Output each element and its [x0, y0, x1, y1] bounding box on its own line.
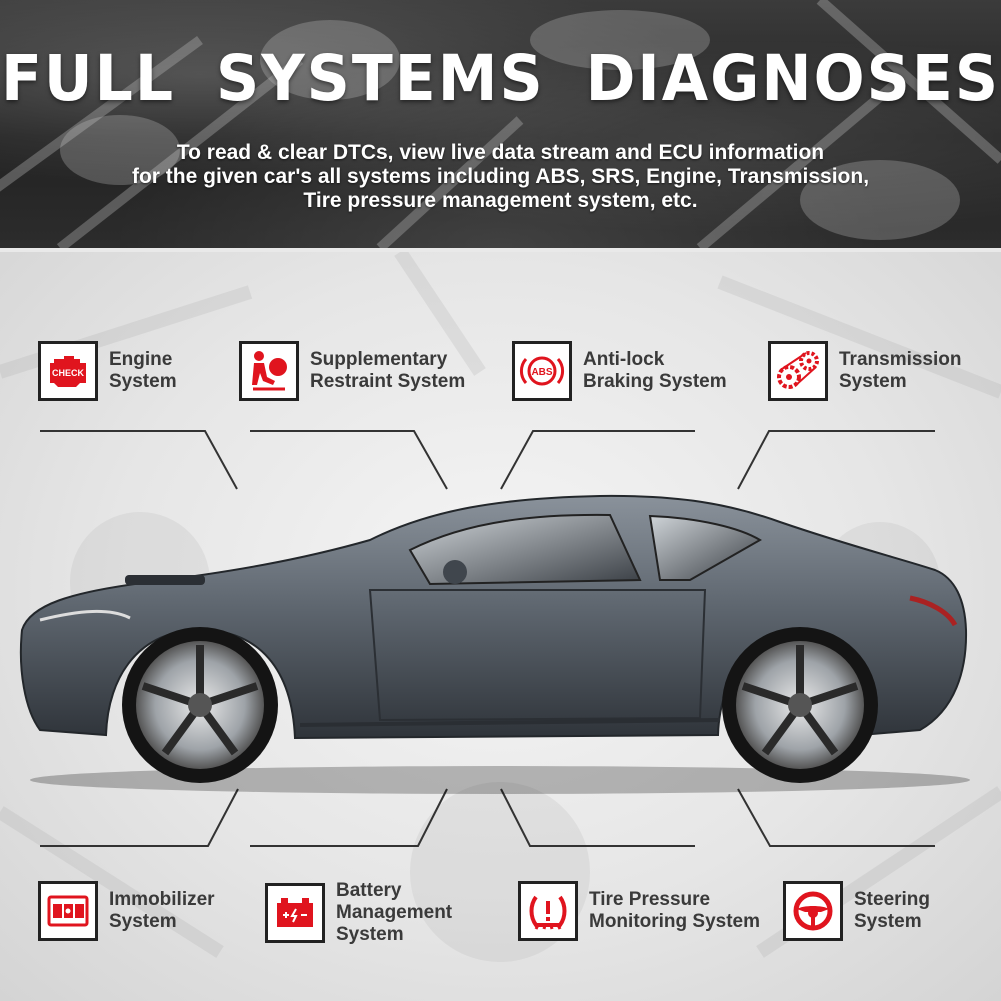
battery-icon — [265, 883, 325, 943]
feature-label: Transmission System — [839, 349, 962, 392]
tire-pressure-icon — [518, 881, 578, 941]
check-engine-icon: CHECK — [38, 341, 98, 401]
feature-label: Tire Pressure Monitoring System — [589, 889, 761, 932]
immobilizer-icon — [38, 881, 98, 941]
subtitle-line-3: Tire pressure management system, etc. — [303, 189, 698, 212]
subtitle-line-1: To read & clear DTCs, view live data str… — [176, 141, 825, 164]
feature-steering-system: Steering System — [783, 881, 930, 941]
feature-supplementary-restraint-system: Supplementary Restraint System — [239, 341, 465, 401]
svg-text:ABS: ABS — [531, 367, 552, 378]
airbag-icon — [239, 341, 299, 401]
steering-wheel-icon — [783, 881, 843, 941]
svg-text:CHECK: CHECK — [52, 368, 85, 378]
page-title: FULL SYSTEMS DIAGNOSES — [0, 42, 1001, 116]
front-wheel — [122, 627, 278, 783]
feature-transmission-system: Transmission System — [768, 341, 962, 401]
feature-label: Steering System — [854, 889, 931, 932]
feature-anti-lock-braking-system: ABS Anti-lock Braking System — [512, 341, 727, 401]
abs-icon: ABS — [512, 341, 572, 401]
page-subtitle: To read & clear DTCs, view live data str… — [0, 141, 1001, 213]
feature-label: Immobilizer System — [109, 889, 215, 932]
feature-label: Anti-lock Braking System — [583, 349, 727, 392]
subtitle-line-2: for the given car's all systems includin… — [131, 165, 870, 188]
sports-car-image — [19, 494, 970, 794]
feature-immobilizer-system: Immobilizer System — [38, 881, 215, 941]
feature-label: Battery Management System — [336, 880, 453, 945]
feature-battery-management-system: Battery Management System — [265, 880, 452, 946]
feature-label: Supplementary Restraint System — [310, 349, 466, 392]
feature-engine-system: CHECK Engine System — [38, 341, 177, 401]
feature-label: Engine System — [109, 349, 177, 392]
banner-workshop-background — [0, 0, 1001, 248]
feature-tire-pressure-monitoring-system: Tire Pressure Monitoring System — [518, 881, 760, 941]
rear-wheel — [722, 627, 878, 783]
header-banner: FULL SYSTEMS DIAGNOSES To read & clear D… — [0, 0, 1001, 248]
transmission-gear-icon — [768, 341, 828, 401]
